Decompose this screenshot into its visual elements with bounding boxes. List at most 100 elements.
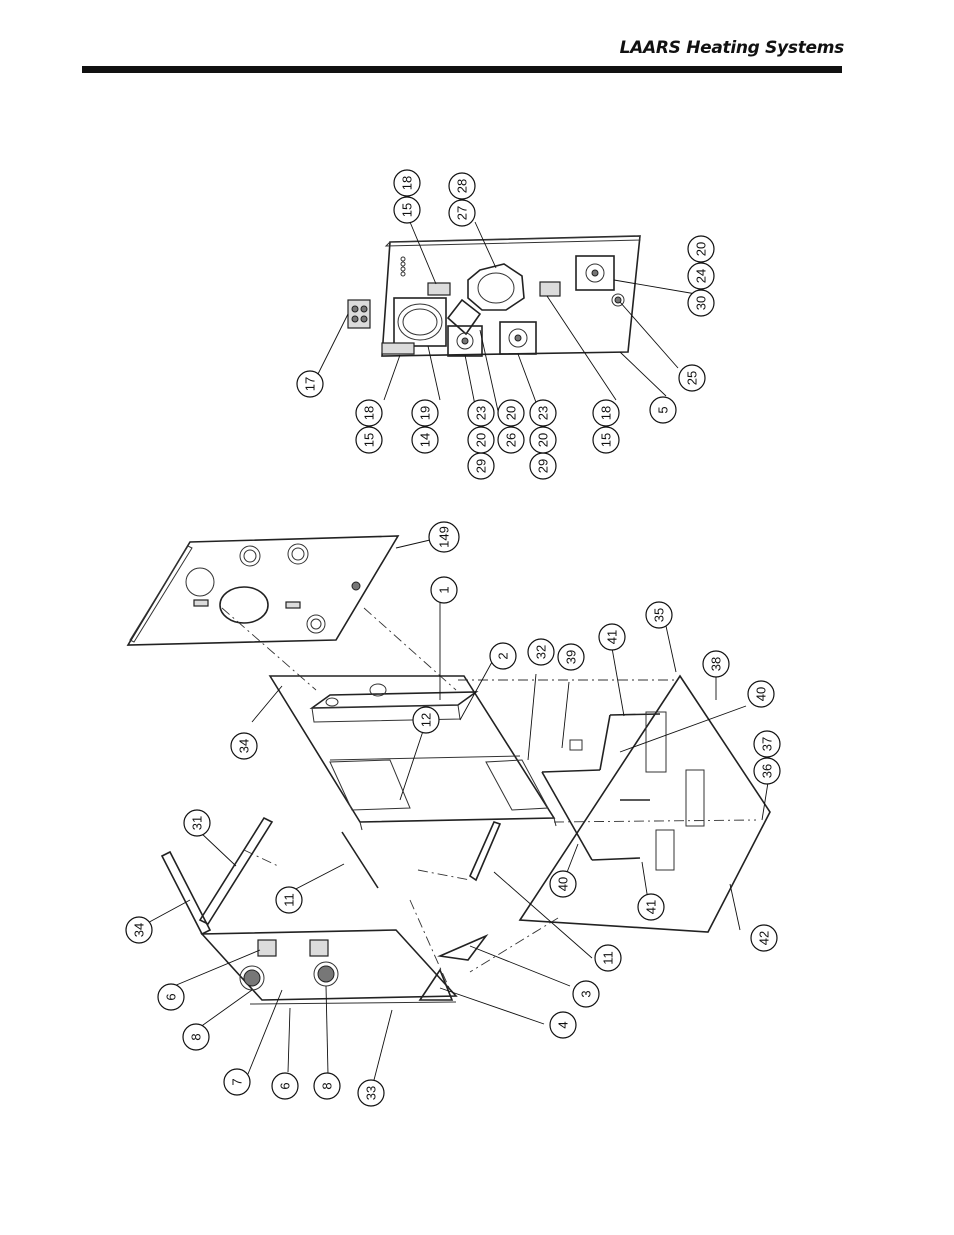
callout-28: 28 bbox=[448, 172, 476, 200]
callout-1: 1 bbox=[430, 576, 458, 604]
callout-37: 37 bbox=[753, 730, 781, 758]
callout-6b-label: 6 bbox=[164, 993, 179, 1000]
callout-12-label: 12 bbox=[419, 713, 434, 727]
callout-34b: 34 bbox=[230, 732, 258, 760]
callout-38-label: 38 bbox=[709, 657, 724, 671]
callout-28-label: 28 bbox=[455, 179, 470, 193]
assembly-center-lines bbox=[221, 607, 757, 991]
callout-23a-label: 23 bbox=[474, 406, 489, 420]
callout-4-label: 4 bbox=[556, 1021, 571, 1028]
callout-17: 17 bbox=[296, 370, 324, 398]
callout-3-label: 3 bbox=[579, 990, 594, 997]
rear-panel-149 bbox=[126, 535, 400, 646]
callout-34b-label: 34 bbox=[237, 739, 252, 753]
callout-1-label: 1 bbox=[437, 586, 452, 593]
channel-1 bbox=[309, 683, 479, 723]
callout-40a: 40 bbox=[747, 680, 775, 708]
callout-39-label: 39 bbox=[564, 650, 579, 664]
side-frame-2 bbox=[268, 675, 557, 831]
callout-42: 42 bbox=[750, 924, 778, 952]
callout-20c-label: 20 bbox=[536, 433, 551, 447]
callout-34a-label: 34 bbox=[132, 923, 147, 937]
callout-149-label: 149 bbox=[437, 526, 452, 548]
callout-17-label: 17 bbox=[303, 377, 318, 391]
callout-5: 5 bbox=[649, 396, 677, 424]
callout-18c: 18 bbox=[393, 169, 421, 197]
callout-149: 149 bbox=[428, 521, 460, 553]
callout-11a: 11 bbox=[594, 944, 622, 972]
callout-14-label: 14 bbox=[418, 433, 433, 447]
callout-37-label: 37 bbox=[760, 737, 775, 751]
callout-41b-label: 41 bbox=[644, 900, 659, 914]
callout-30: 30 bbox=[687, 289, 715, 317]
callout-15b: 15 bbox=[592, 426, 620, 454]
callout-25: 25 bbox=[678, 364, 706, 392]
callout-39: 39 bbox=[557, 643, 585, 671]
callout-6a: 6 bbox=[271, 1072, 299, 1100]
callout-2-label: 2 bbox=[496, 652, 511, 659]
callout-20a: 20 bbox=[467, 426, 495, 454]
callout-8a: 8 bbox=[313, 1072, 341, 1100]
left-frame bbox=[160, 816, 502, 1005]
callout-23a: 23 bbox=[467, 399, 495, 427]
callout-7-label: 7 bbox=[230, 1078, 245, 1085]
callout-15c: 15 bbox=[393, 196, 421, 224]
callout-40b-label: 40 bbox=[556, 877, 571, 891]
callout-14: 14 bbox=[411, 426, 439, 454]
callout-29b: 29 bbox=[529, 452, 557, 480]
callout-19: 19 bbox=[411, 399, 439, 427]
callout-15a-label: 15 bbox=[362, 433, 377, 447]
callout-34a: 34 bbox=[125, 916, 153, 944]
callout-30-label: 30 bbox=[694, 296, 709, 310]
callout-2: 2 bbox=[489, 642, 517, 670]
callout-38: 38 bbox=[702, 650, 730, 678]
callout-18a-label: 18 bbox=[362, 406, 377, 420]
callout-20b-label: 20 bbox=[504, 406, 519, 420]
lower-leader-lines bbox=[141, 539, 771, 1081]
callout-32: 32 bbox=[527, 638, 555, 666]
callout-33-label: 33 bbox=[364, 1086, 379, 1100]
callout-29b-label: 29 bbox=[536, 459, 551, 473]
callout-24-label: 24 bbox=[694, 269, 709, 283]
callout-26: 26 bbox=[497, 426, 525, 454]
callout-31-label: 31 bbox=[190, 816, 205, 830]
callout-15b-label: 15 bbox=[599, 433, 614, 447]
callout-18c-label: 18 bbox=[400, 176, 415, 190]
callout-20b: 20 bbox=[497, 399, 525, 427]
callout-27-label: 27 bbox=[455, 206, 470, 220]
callout-41a: 41 bbox=[598, 623, 626, 651]
callout-6a-label: 6 bbox=[278, 1082, 293, 1089]
callout-7: 7 bbox=[223, 1068, 251, 1096]
callout-29a-label: 29 bbox=[474, 459, 489, 473]
callout-11b-label: 11 bbox=[282, 893, 297, 907]
callout-15a: 15 bbox=[355, 426, 383, 454]
callout-42-label: 42 bbox=[757, 931, 772, 945]
callout-12: 12 bbox=[412, 706, 440, 734]
callout-25-label: 25 bbox=[685, 371, 700, 385]
callout-40a-label: 40 bbox=[754, 687, 769, 701]
callout-3: 3 bbox=[572, 980, 600, 1008]
callout-8b: 8 bbox=[182, 1023, 210, 1051]
callout-33: 33 bbox=[357, 1079, 385, 1107]
callout-23b-label: 23 bbox=[536, 406, 551, 420]
callout-36-label: 36 bbox=[760, 764, 775, 778]
brand-header: LAARS Heating Systems bbox=[619, 38, 845, 58]
callout-27: 27 bbox=[448, 199, 476, 227]
callout-18b: 18 bbox=[592, 399, 620, 427]
callout-20c: 20 bbox=[529, 426, 557, 454]
callout-35-label: 35 bbox=[652, 608, 667, 622]
callout-8b-label: 8 bbox=[189, 1033, 204, 1040]
callout-35: 35 bbox=[645, 601, 673, 629]
callout-19-label: 19 bbox=[418, 406, 433, 420]
callout-6b: 6 bbox=[157, 983, 185, 1011]
base-frame bbox=[518, 674, 771, 933]
upper-leader-lines bbox=[317, 221, 697, 421]
front-panel-assembly bbox=[347, 235, 641, 357]
callout-40b: 40 bbox=[549, 870, 577, 898]
callout-15c-label: 15 bbox=[400, 203, 415, 217]
callout-18b-label: 18 bbox=[599, 406, 614, 420]
callout-4: 4 bbox=[549, 1011, 577, 1039]
callout-26-label: 26 bbox=[504, 433, 519, 447]
callout-31: 31 bbox=[183, 809, 211, 837]
